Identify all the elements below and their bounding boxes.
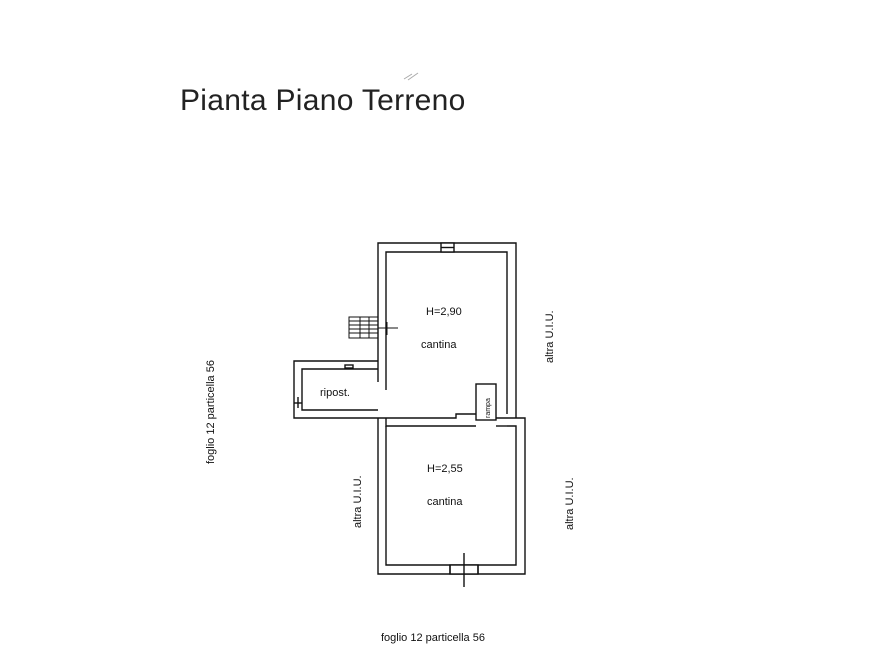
- ramp-box: [475, 383, 497, 421]
- lower-room-walls: [377, 417, 526, 587]
- upper-room-height: H=2,90: [426, 306, 462, 318]
- storage-room-walls: [293, 360, 387, 419]
- stairs: [348, 316, 398, 339]
- storage-room-name: ripost.: [320, 387, 350, 399]
- right-lower-neighbor-label: altra U.I.U.: [564, 477, 576, 530]
- lower-room-height: H=2,55: [427, 463, 463, 475]
- lower-room-name: cantina: [427, 496, 463, 508]
- bottom-boundary-label: foglio 12 particella 56: [381, 632, 485, 644]
- pencil-mark: [403, 72, 419, 81]
- upper-room-walls: [377, 242, 517, 418]
- left-lower-neighbor-label: altra U.I.U.: [352, 475, 364, 528]
- plan-title: Pianta Piano Terreno: [180, 84, 466, 117]
- left-boundary-label: foglio 12 particella 56: [205, 360, 217, 464]
- ramp-label: rampa: [485, 398, 492, 418]
- right-upper-neighbor-label: altra U.I.U.: [544, 310, 556, 363]
- upper-room-name: cantina: [421, 339, 457, 351]
